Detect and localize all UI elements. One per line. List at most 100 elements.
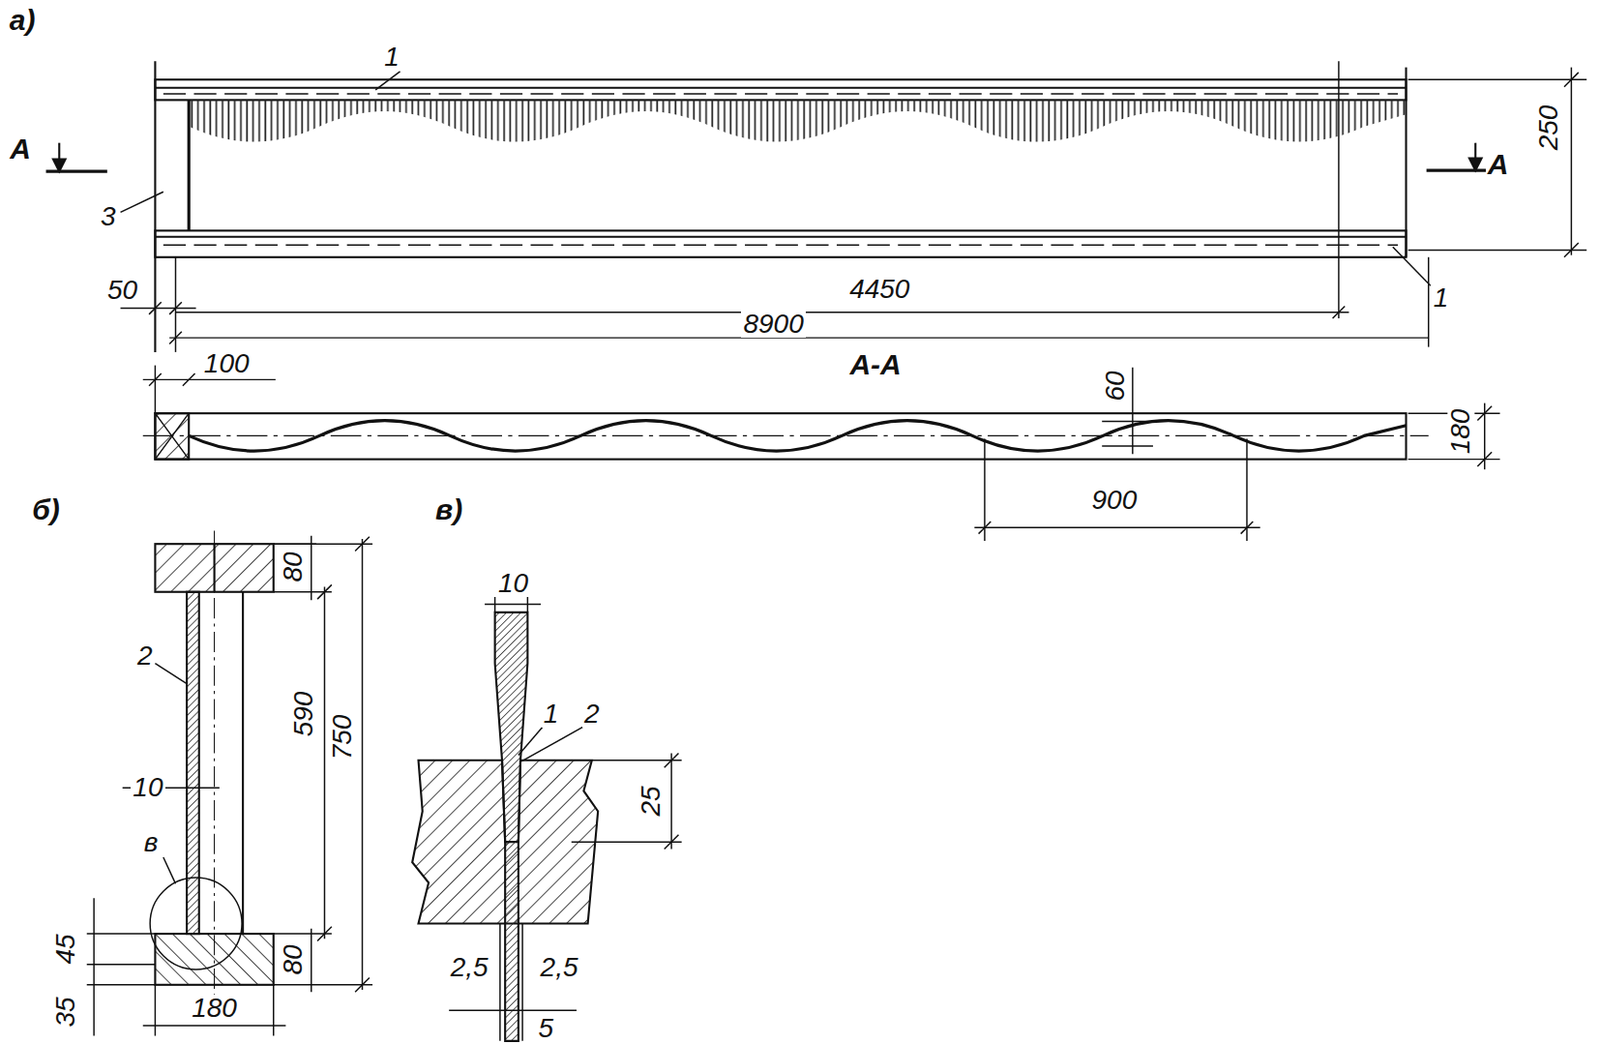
drawing-stroke	[1241, 521, 1254, 534]
dimension-label: А	[7, 134, 33, 164]
drawing-stroke	[1392, 246, 1431, 286]
drawing-stroke	[154, 79, 1406, 100]
dimension-label: 35	[52, 995, 80, 1030]
drawing-stroke	[1469, 157, 1482, 171]
drawing-stroke	[92, 897, 94, 1036]
drawing-stroke	[186, 592, 200, 934]
dimension-label: 180	[189, 994, 239, 1022]
drawing-stroke	[974, 527, 1260, 529]
dimension-label: 25	[637, 783, 665, 818]
drawing-stroke	[272, 984, 274, 1037]
drawing-stroke	[1426, 169, 1490, 173]
dimension-label: 2	[582, 700, 602, 728]
drawing-stroke	[1564, 72, 1579, 88]
drawing-stroke	[273, 591, 332, 593]
drawing-stroke	[1477, 406, 1492, 421]
drawing-stroke	[87, 983, 156, 985]
dimension-label: 60	[1101, 368, 1129, 403]
drawing-stroke	[182, 373, 196, 386]
drawing-stroke	[1101, 444, 1154, 446]
drawing-stroke	[143, 379, 276, 381]
dimension-label: 2,5	[448, 953, 491, 981]
drawing-stroke	[169, 331, 182, 345]
drawing-stroke	[120, 307, 197, 309]
dimension-label: 8900	[740, 310, 805, 338]
drawing-stroke	[521, 923, 523, 1041]
dimension-label: 250	[1535, 102, 1563, 152]
drawing-stroke	[1564, 242, 1579, 258]
dimension-label: 3	[98, 203, 119, 231]
drawing-stroke	[120, 191, 164, 212]
drawing-stroke	[495, 612, 529, 1041]
dimension-label: б)	[29, 495, 62, 525]
drawing-stroke	[1131, 367, 1133, 455]
drawing-stroke	[375, 71, 400, 90]
dimension-label: 4450	[847, 275, 912, 303]
drawing-stroke	[978, 521, 992, 534]
drawing-stroke	[1408, 249, 1588, 251]
dimension-label: 1	[382, 43, 402, 71]
drawing-stroke	[1408, 79, 1588, 81]
drawing-stroke	[148, 373, 162, 386]
drawing-stroke	[273, 932, 332, 934]
drawing-stroke	[154, 230, 1406, 257]
drawing-stroke	[154, 365, 156, 415]
drawing-stroke	[154, 236, 1406, 238]
drawing-stroke	[1337, 60, 1339, 319]
dimension-label: 1	[541, 700, 562, 728]
drawing-stroke	[188, 420, 1406, 452]
drawing-stroke	[1427, 257, 1429, 348]
drawing-stroke	[273, 983, 373, 985]
cross-section	[87, 530, 373, 1036]
drawing-stroke	[154, 663, 187, 684]
drawing-stroke	[53, 159, 66, 173]
drawing-stroke	[983, 439, 985, 541]
dimension-label: 10	[496, 569, 531, 597]
drawing-stroke	[664, 834, 680, 850]
dimension-label: в	[142, 829, 161, 857]
drawing-stroke	[670, 752, 672, 849]
drawing-stroke	[149, 877, 242, 970]
dimension-label: 80	[279, 550, 307, 585]
drawing-stroke	[188, 99, 1406, 142]
drawing-stroke	[361, 538, 363, 990]
drawing-stroke	[87, 932, 156, 934]
dimension-label: в)	[433, 495, 465, 525]
drawing-stroke	[484, 603, 541, 605]
drawing-stroke	[1408, 458, 1501, 460]
dimension-label: 180	[1448, 407, 1476, 457]
dimension-label: 5	[536, 1014, 557, 1042]
drawing-stroke	[187, 99, 191, 231]
view-a	[46, 60, 1588, 353]
drawing-stroke	[310, 928, 312, 992]
dimension-label: 10	[130, 773, 165, 801]
section-a-a	[143, 365, 1501, 541]
drawing-stroke	[273, 542, 373, 544]
dimension-label: А	[1485, 149, 1512, 179]
drawing-stroke	[448, 1008, 577, 1010]
drawing-stroke	[527, 596, 529, 613]
drawing-stroke	[1245, 439, 1247, 541]
dimension-label: 2,5	[538, 953, 581, 981]
drawing-stroke	[571, 840, 682, 842]
drawing-stroke	[1404, 67, 1407, 258]
drawing-stroke	[521, 726, 584, 762]
detail-v	[412, 596, 682, 1041]
drawing-stroke	[1477, 451, 1492, 467]
dimension-label: 590	[290, 689, 318, 740]
dimension-label: 80	[279, 942, 307, 977]
drawing-stroke	[154, 87, 1406, 89]
drawing-stroke	[148, 301, 162, 315]
drawing-stroke	[163, 243, 1398, 245]
dimension-label: А-А	[847, 350, 903, 380]
drawing-stroke	[154, 984, 156, 1037]
drawing-stroke	[310, 535, 312, 600]
dimension-label: 100	[202, 350, 252, 378]
drawing-stroke	[355, 536, 370, 552]
drawing-stroke	[494, 596, 496, 613]
drawing-stroke	[592, 759, 682, 761]
drawing-stroke	[143, 1024, 287, 1026]
drawing-stroke	[499, 923, 501, 1041]
drawing-stroke	[163, 857, 177, 884]
